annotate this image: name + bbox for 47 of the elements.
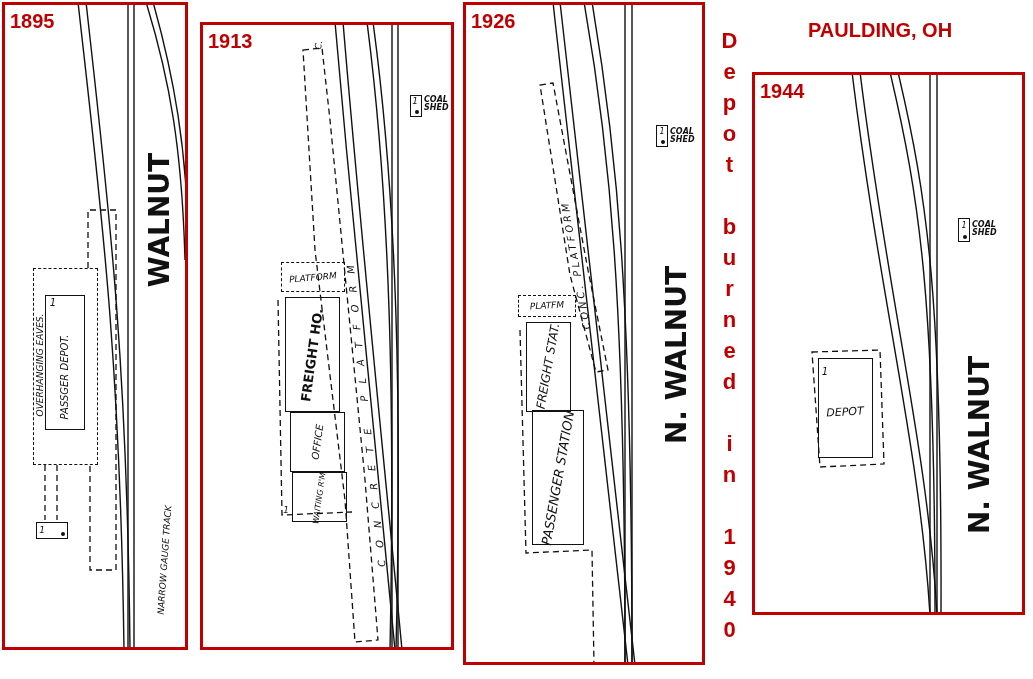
platform-outline bbox=[518, 295, 576, 317]
building-label: FREIGHT STAT. bbox=[534, 321, 561, 410]
shed-outline bbox=[410, 95, 422, 117]
track-note: NARROW GAUGE TRACK bbox=[156, 505, 174, 615]
building-outline bbox=[526, 322, 571, 412]
map-panel bbox=[2, 2, 188, 650]
road-name: WALNUT bbox=[146, 152, 174, 288]
vertical-note: Depot burned in 1940 bbox=[716, 28, 742, 648]
shed-label: COAL SHED bbox=[670, 128, 694, 144]
shed-outline bbox=[36, 522, 68, 539]
building-number: 1 bbox=[412, 96, 418, 106]
building-outline bbox=[292, 472, 347, 522]
building-label: PLATFORM bbox=[288, 270, 337, 285]
building-label: OFFICE bbox=[310, 423, 325, 460]
building-outline bbox=[44, 294, 85, 430]
building-number: 1 bbox=[283, 505, 289, 515]
building-label: DEPOT bbox=[825, 405, 864, 418]
year-label: 1944 bbox=[760, 81, 805, 101]
building-number: 1 bbox=[961, 222, 967, 230]
building-outline bbox=[818, 358, 873, 458]
road-name: N. WALNUT bbox=[663, 265, 691, 445]
eaves-outline bbox=[33, 268, 98, 465]
building-number: 1 bbox=[49, 298, 57, 308]
building-number: 1 bbox=[39, 525, 45, 535]
map-panel bbox=[200, 22, 454, 650]
shed-label: COAL SHED bbox=[424, 96, 448, 112]
year-label: 1895 bbox=[10, 11, 55, 31]
map-panel bbox=[463, 2, 705, 665]
year-label: 1913 bbox=[208, 31, 253, 51]
building-label: PASSGER DEPOT. bbox=[60, 334, 70, 420]
map-title: PAULDING, OH bbox=[808, 19, 953, 42]
year-label: 1926 bbox=[471, 11, 516, 31]
map-panel bbox=[752, 72, 1025, 615]
road-name: N. WALNUT bbox=[966, 355, 994, 535]
building-outline bbox=[290, 412, 345, 472]
building-label: WAITING R'M. bbox=[311, 468, 328, 525]
building-outline bbox=[285, 297, 340, 412]
building-label: FREIGHT HO. bbox=[298, 307, 325, 402]
shed-label: COAL SHED bbox=[972, 221, 996, 237]
platform-outline bbox=[281, 262, 345, 292]
shed-outline bbox=[656, 125, 668, 147]
building-number: 1 bbox=[821, 367, 829, 377]
shed-outline bbox=[958, 218, 970, 242]
building-label: PLATFM bbox=[529, 300, 564, 311]
building-number: 1 bbox=[659, 128, 665, 136]
building-label: OVERHANGING EAVES. bbox=[35, 313, 44, 416]
building-outline bbox=[532, 410, 584, 545]
